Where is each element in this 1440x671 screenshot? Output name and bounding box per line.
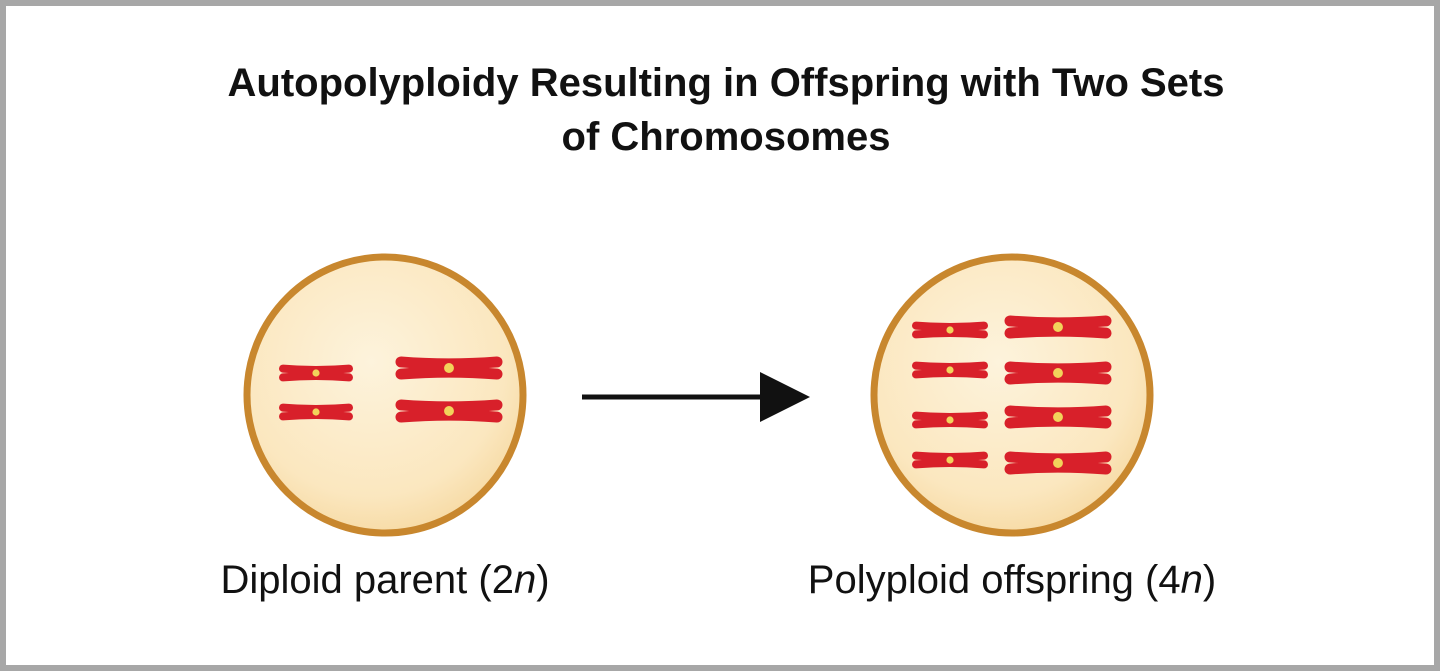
parent-cell-membrane — [243, 253, 527, 537]
parent-caption: Diploid parent (2n) — [125, 558, 645, 603]
figure-title-line-2: of Chromosomes — [561, 115, 891, 159]
parent-chromosome-set — [279, 356, 503, 423]
offspring-ploidy-number: 4 — [1158, 558, 1181, 602]
offspring-ploidy-symbol: n — [1180, 558, 1203, 602]
parent-small-chromosome — [279, 403, 353, 421]
parent-caption-close: ) — [536, 558, 550, 602]
offspring-small-chromosome — [912, 321, 988, 339]
offspring-large-chromosome — [1004, 361, 1112, 385]
offspring-caption-close: ) — [1202, 558, 1217, 602]
offspring-small-chromosome — [912, 361, 988, 379]
offspring-small-chromosome — [912, 451, 988, 469]
polyploid-offspring-cell — [870, 253, 1154, 537]
parent-large-chromosome — [395, 356, 503, 380]
figure-title: Autopolyploidy Resulting in Offspring wi… — [6, 56, 1440, 164]
offspring-chromosome-set — [912, 315, 1112, 475]
offspring-large-chromosome — [1004, 405, 1112, 429]
parent-caption-text: Diploid parent ( — [220, 558, 492, 602]
offspring-caption-text: Polyploid offspring ( — [807, 558, 1159, 602]
offspring-cell-membrane — [870, 253, 1154, 537]
parent-ploidy-number: 2 — [491, 558, 514, 602]
parent-small-chromosome — [279, 364, 353, 382]
offspring-large-chromosome — [1004, 451, 1112, 475]
diploid-parent-cell — [243, 253, 527, 537]
offspring-large-chromosome — [1004, 315, 1112, 339]
parent-large-chromosome — [395, 399, 503, 423]
parent-ploidy-symbol: n — [513, 558, 537, 602]
offspring-small-chromosome — [912, 411, 988, 429]
offspring-caption: Polyploid offspring (4n) — [752, 558, 1272, 603]
figure-title-line-1: Autopolyploidy Resulting in Offspring wi… — [227, 61, 1225, 105]
